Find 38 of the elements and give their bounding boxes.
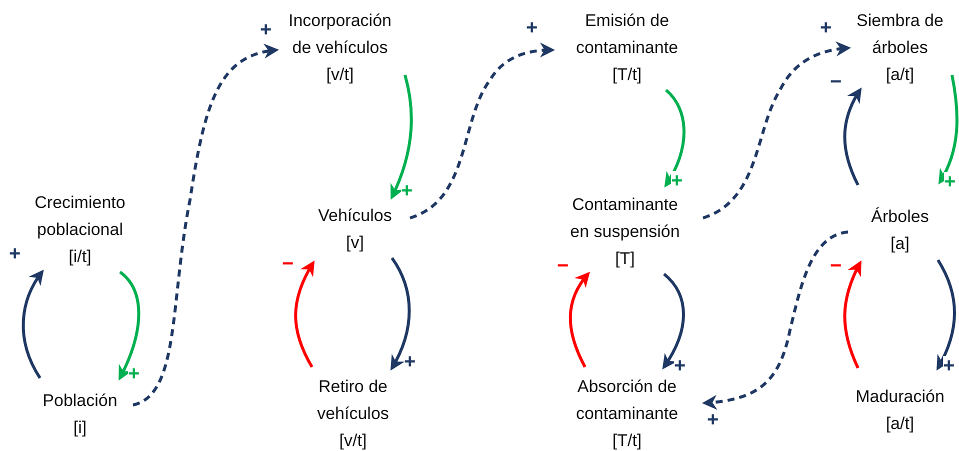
dashed-arrow [702, 230, 848, 410]
variable-name: Crecimiento poblacional [34, 192, 126, 241]
variable-unit: [T] [614, 248, 636, 270]
dashed-arrow [132, 44, 279, 406]
variable-name: Siembra de árboles [856, 10, 944, 59]
arrow [662, 272, 685, 370]
variable-unit: [v/t] [338, 430, 368, 451]
dashed-arrow [702, 42, 851, 220]
arrow [294, 260, 314, 368]
arrow [568, 272, 590, 368]
variable-unit: [i/t] [68, 246, 92, 268]
arrow [843, 260, 862, 369]
variable-name: Población [42, 390, 118, 412]
arrow [390, 257, 411, 371]
variable-unit: [a] [890, 233, 910, 255]
dashed-arrow [409, 42, 555, 220]
variable-name: Contaminante en suspensión [569, 194, 681, 243]
arrow [664, 88, 686, 188]
arrow [118, 270, 140, 381]
arrow [22, 270, 44, 379]
variable-unit: [T/t] [611, 64, 643, 86]
arrow [390, 74, 413, 200]
variable-name: Incorporación de vehículos [287, 10, 392, 59]
arrow [843, 87, 862, 186]
variable-name: Retiro de vehículos [316, 376, 390, 425]
arrow [938, 74, 958, 185]
arrow [936, 259, 956, 371]
variable-unit: [a/t] [884, 413, 916, 435]
variable-name: Absorción de contaminante [574, 376, 680, 425]
variable-unit: [i] [72, 417, 88, 439]
variable-unit: [v/t] [325, 64, 355, 86]
variable-name: Árboles [870, 206, 930, 228]
variable-name: Vehículos [317, 205, 393, 227]
variable-name: Maduración [854, 386, 946, 408]
variable-unit: [T/t] [611, 430, 643, 451]
variable-unit: [a/t] [884, 64, 916, 86]
variable-unit: [v] [345, 232, 365, 254]
variable-name: Emisión de contaminante [574, 10, 680, 59]
